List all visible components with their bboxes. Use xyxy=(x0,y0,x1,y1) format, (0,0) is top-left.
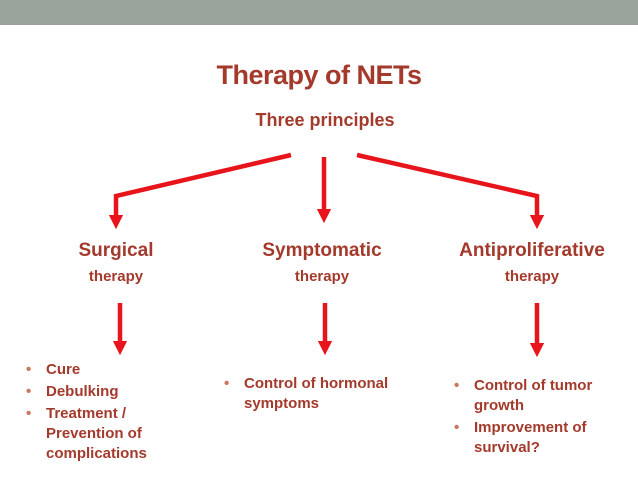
top-bar xyxy=(0,0,638,25)
bullet-list-surgical: Cure Debulking Treatment / Prevention of… xyxy=(24,360,194,466)
branch-subtitle-antiproliferative: therapy xyxy=(504,268,560,285)
branch-title-symptomatic: Symptomatic xyxy=(262,240,382,261)
list-item: Debulking xyxy=(24,382,194,402)
arrow-to-surgical xyxy=(108,152,292,230)
list-item: Cure xyxy=(24,360,194,380)
list-item: Control of hormonal symptoms xyxy=(222,374,422,414)
bullet-list-antiproliferative: Control of tumor growth Improvement of s… xyxy=(452,376,627,460)
branch-subtitle-symptomatic: therapy xyxy=(294,268,350,285)
slide-subtitle: Three principles xyxy=(255,110,395,130)
branch-subtitle-surgical: therapy xyxy=(88,268,144,285)
arrow-to-antiproliferative xyxy=(356,152,545,230)
bullet-list-symptomatic: Control of hormonal symptoms xyxy=(222,374,422,416)
slide-title: Therapy of NETs xyxy=(216,60,422,90)
list-item: Control of tumor growth xyxy=(452,376,627,416)
branch-title-surgical: Surgical xyxy=(78,240,154,261)
branch-title-antiproliferative: Antiproliferative xyxy=(459,240,605,261)
list-item: Improvement of survival? xyxy=(452,418,627,458)
list-item: Treatment / Prevention of complications xyxy=(24,404,194,464)
